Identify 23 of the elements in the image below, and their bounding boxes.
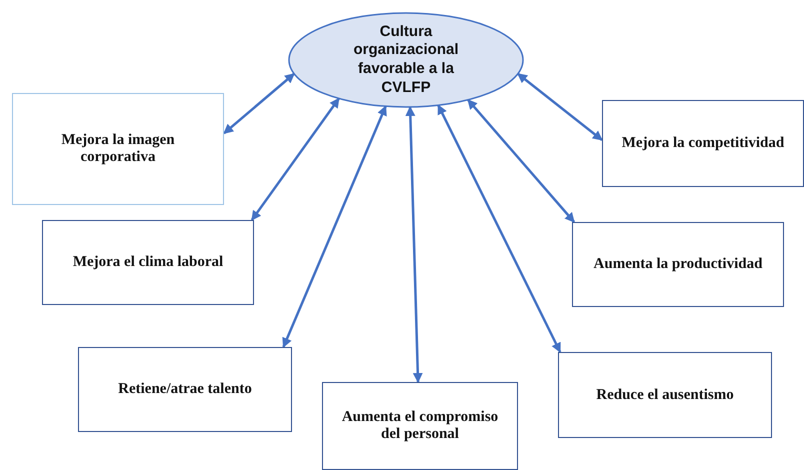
double-arrow: [437, 104, 562, 353]
outcome-box: [322, 382, 518, 470]
outcome-box: [12, 93, 224, 205]
double-arrow: [223, 72, 295, 134]
node-text: Mejora la competitividad: [622, 135, 784, 152]
node-text: Cultura organizacional favorable a la CVLFP: [352, 22, 460, 98]
outcome-box: [558, 352, 772, 438]
node-text: Mejora el clima laboral: [72, 254, 224, 271]
double-arrow: [405, 106, 423, 383]
node-text: Reduce el ausentismo: [596, 386, 734, 404]
double-arrow: [467, 99, 576, 223]
node-text: Retiene/atrae talento: [118, 381, 252, 398]
central-ellipse: [288, 12, 524, 108]
outcome-box: [78, 347, 292, 432]
outcome-box: [602, 100, 804, 187]
node-text: Aumenta la productividad: [594, 256, 762, 273]
double-arrow: [517, 72, 603, 141]
outcome-box: [572, 222, 784, 307]
double-arrow: [282, 105, 387, 348]
double-arrow: [250, 98, 340, 221]
node-text: Mejora la imagen corporativa: [60, 132, 176, 166]
node-text: Aumenta el compromiso del personal: [340, 409, 500, 443]
outcome-box: [42, 220, 254, 305]
